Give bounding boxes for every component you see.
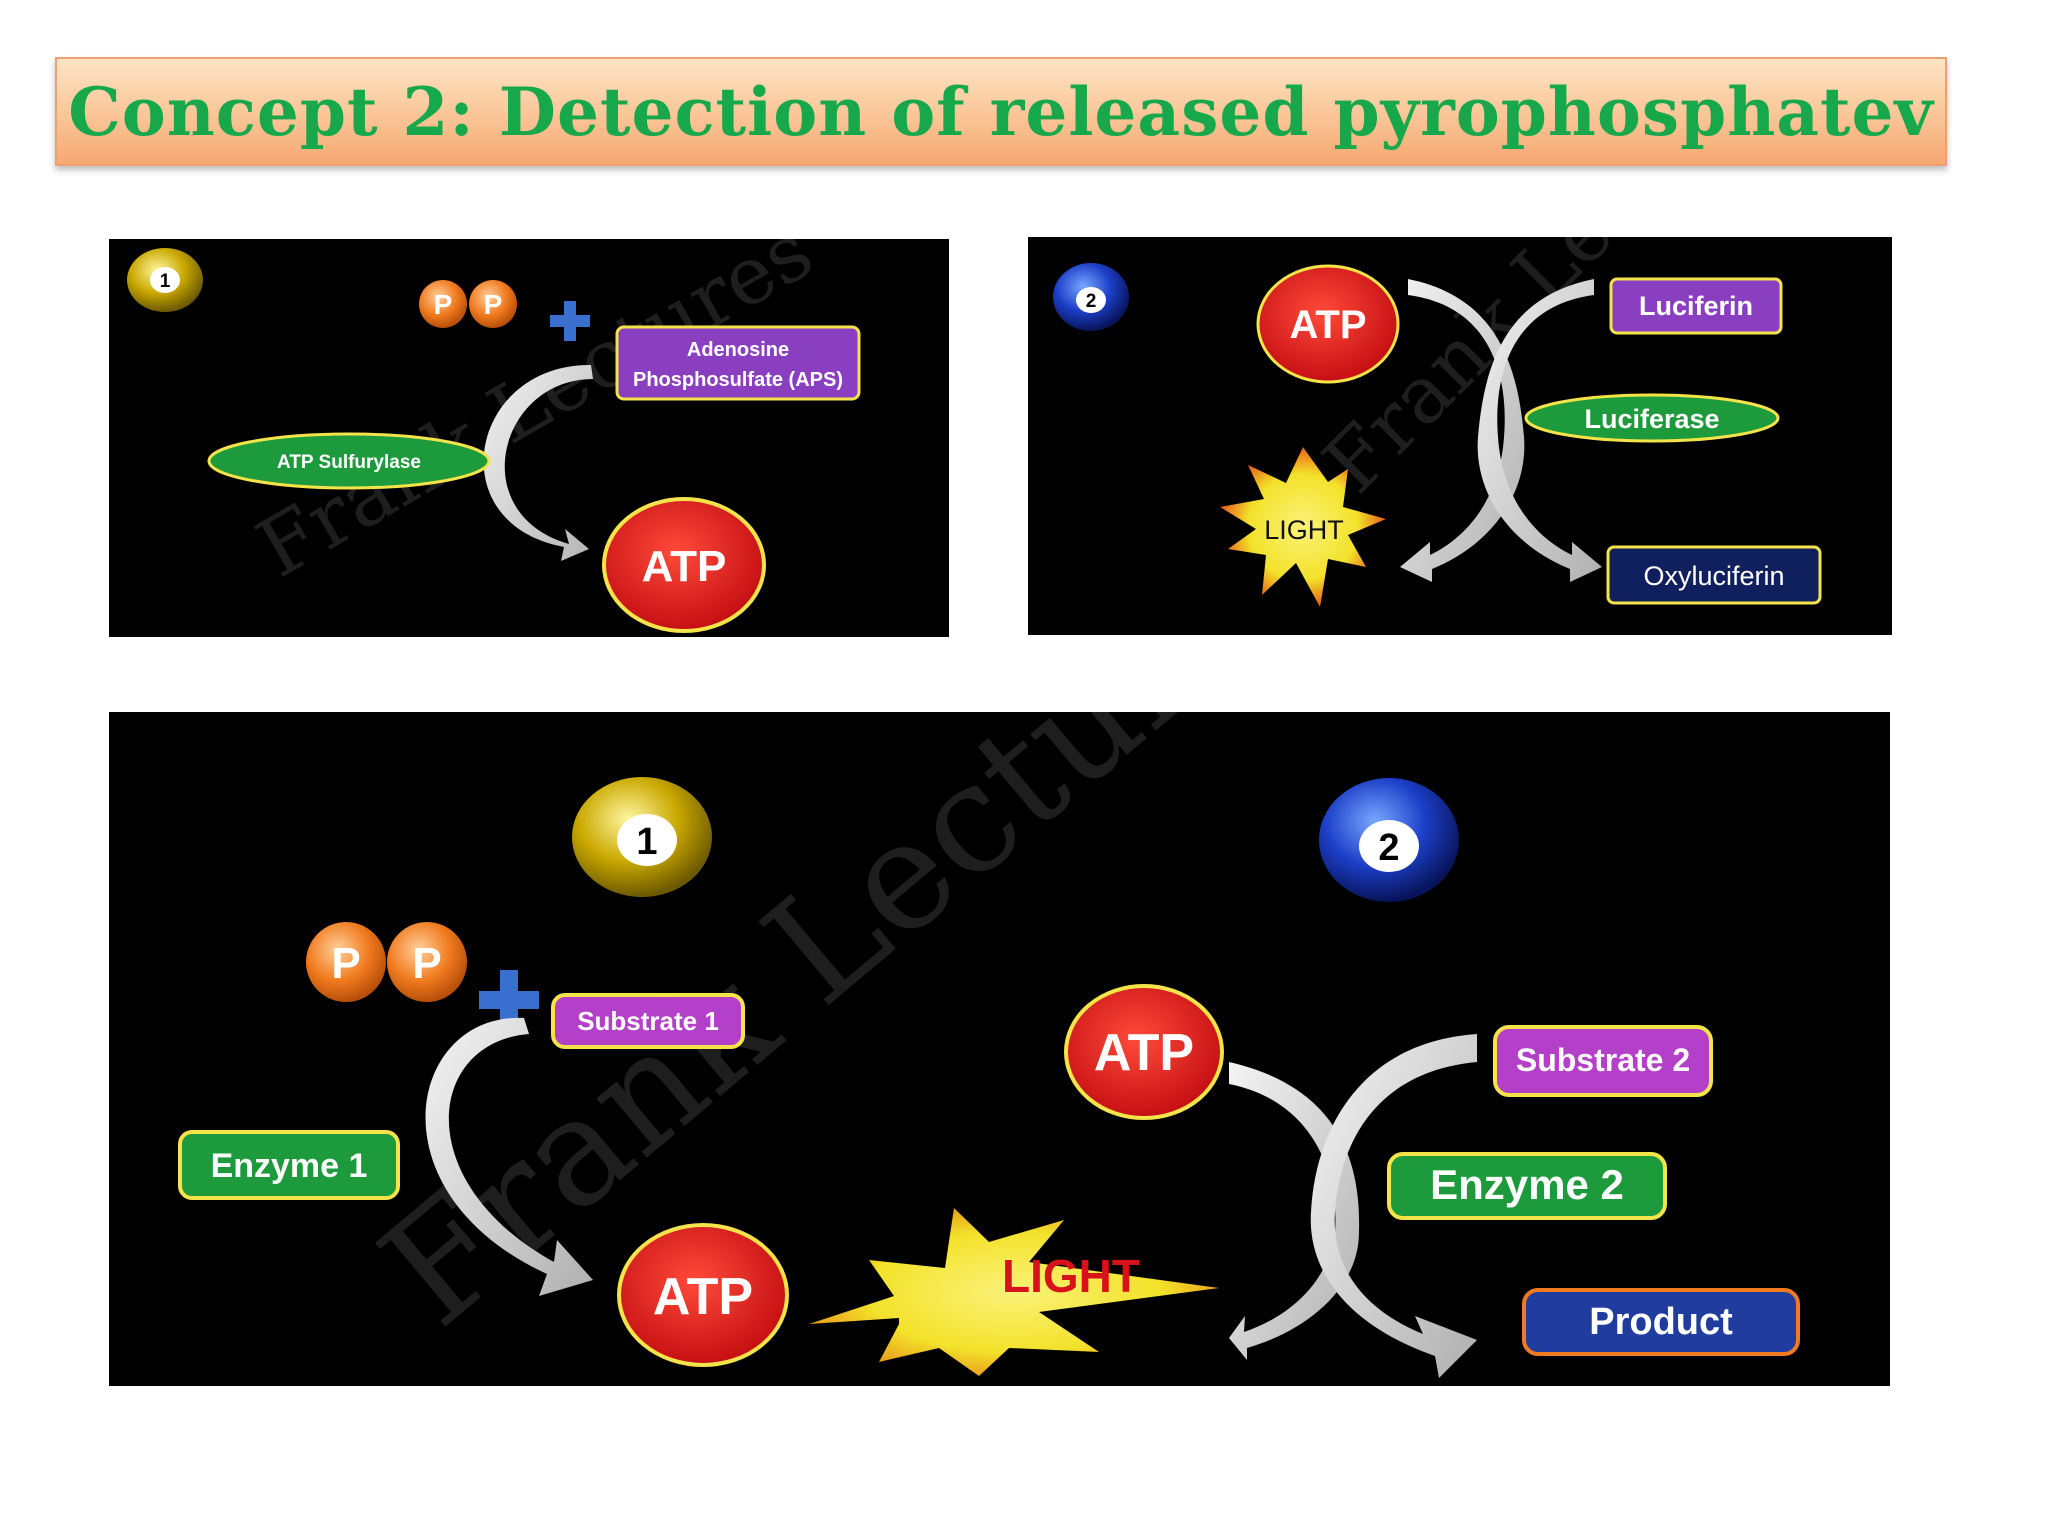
- p-label: P: [484, 289, 503, 320]
- light-burst: LIGHT: [809, 1208, 1219, 1376]
- enzyme-label: Luciferase: [1584, 404, 1719, 434]
- p-label: P: [434, 289, 453, 320]
- atp-label: ATP: [1094, 1024, 1194, 1082]
- substrate-line-2: Phosphosulfate (APS): [633, 369, 843, 391]
- atp-product-circle: ATP: [602, 497, 766, 633]
- step-number: 2: [1378, 827, 1399, 869]
- product-oxyluciferin-box: Oxyluciferin: [1606, 545, 1822, 605]
- plus-icon: [479, 970, 539, 1030]
- light-label: LIGHT: [1264, 515, 1344, 545]
- substrate-2-label: Substrate 2: [1516, 1042, 1690, 1078]
- panel-luciferase: Frank Lectures 2 ATP Luciferin Luciferas…: [1028, 237, 1892, 635]
- substrate-1-label: Substrate 1: [577, 1006, 719, 1036]
- atp-output-circle: ATP: [617, 1223, 789, 1367]
- product-label: Product: [1589, 1301, 1733, 1343]
- panel-3-diagram: Frank Lectures 1 2 P P Substrate 1: [178, 712, 1800, 1378]
- panel-2-diagram: Frank Lectures 2 ATP Luciferin Luciferas…: [1053, 237, 1822, 607]
- crossing-arrows: [1229, 1034, 1477, 1378]
- step-2-badge: 2: [1319, 778, 1459, 902]
- substrate-luciferin-box: Luciferin: [1609, 277, 1783, 335]
- pyrophosphate-pp: P P: [306, 922, 467, 1002]
- p-label: P: [331, 939, 360, 988]
- enzyme-label: ATP Sulfurylase: [277, 452, 421, 473]
- step-number: 2: [1086, 291, 1097, 312]
- step-1-badge: 1: [572, 777, 712, 897]
- p-label: P: [412, 939, 441, 988]
- light-label: LIGHT: [1002, 1250, 1140, 1302]
- product-box: Product: [1522, 1288, 1800, 1356]
- enzyme-1-label: Enzyme 1: [211, 1147, 368, 1185]
- enzyme-2-label: Enzyme 2: [1430, 1161, 1624, 1208]
- enzyme-atp-sulfurylase: ATP Sulfurylase: [207, 432, 491, 490]
- step-number: 1: [636, 821, 657, 863]
- light-burst: LIGHT: [1220, 447, 1386, 607]
- enzyme-luciferase: Luciferase: [1524, 393, 1780, 443]
- slide-title: Concept 2: Detection of released pyropho…: [68, 72, 1934, 151]
- substrate-aps-box: Adenosine Phosphosulfate (APS): [615, 325, 861, 401]
- substrate-line-1: Adenosine: [687, 339, 789, 361]
- panel-general-reaction: Frank Lectures 1 2 P P Substrate 1: [109, 712, 1890, 1386]
- plus-icon: [550, 301, 590, 341]
- atp-input-circle: ATP: [1256, 264, 1400, 384]
- title-bar: Concept 2: Detection of released pyropho…: [55, 57, 1947, 166]
- atp-label: ATP: [642, 542, 727, 591]
- atp-label: ATP: [1289, 303, 1366, 347]
- step-number: 1: [160, 271, 171, 292]
- panel-1-diagram: Frank Lectures 1 P P Adenosine Phosphosu…: [127, 239, 861, 633]
- atp-input-circle: ATP: [1064, 984, 1224, 1120]
- reaction-arrow: [483, 364, 593, 561]
- enzyme-1-box: Enzyme 1: [178, 1130, 400, 1200]
- step-1-badge: 1: [127, 248, 203, 312]
- substrate-label: Luciferin: [1639, 291, 1753, 321]
- crossing-arrows: [1400, 279, 1602, 582]
- reaction-arrow-1: [425, 1017, 593, 1296]
- step-2-badge: 2: [1053, 263, 1129, 331]
- product-label: Oxyluciferin: [1643, 561, 1784, 591]
- atp-label: ATP: [653, 1268, 753, 1326]
- enzyme-2-box: Enzyme 2: [1387, 1152, 1667, 1220]
- substrate-1-box: Substrate 1: [551, 993, 745, 1049]
- panel-atp-sulfurylase: Frank Lectures 1 P P Adenosine Phosphosu…: [109, 239, 949, 637]
- substrate-2-box: Substrate 2: [1493, 1025, 1713, 1097]
- pyrophosphate-pp: P P: [419, 280, 517, 328]
